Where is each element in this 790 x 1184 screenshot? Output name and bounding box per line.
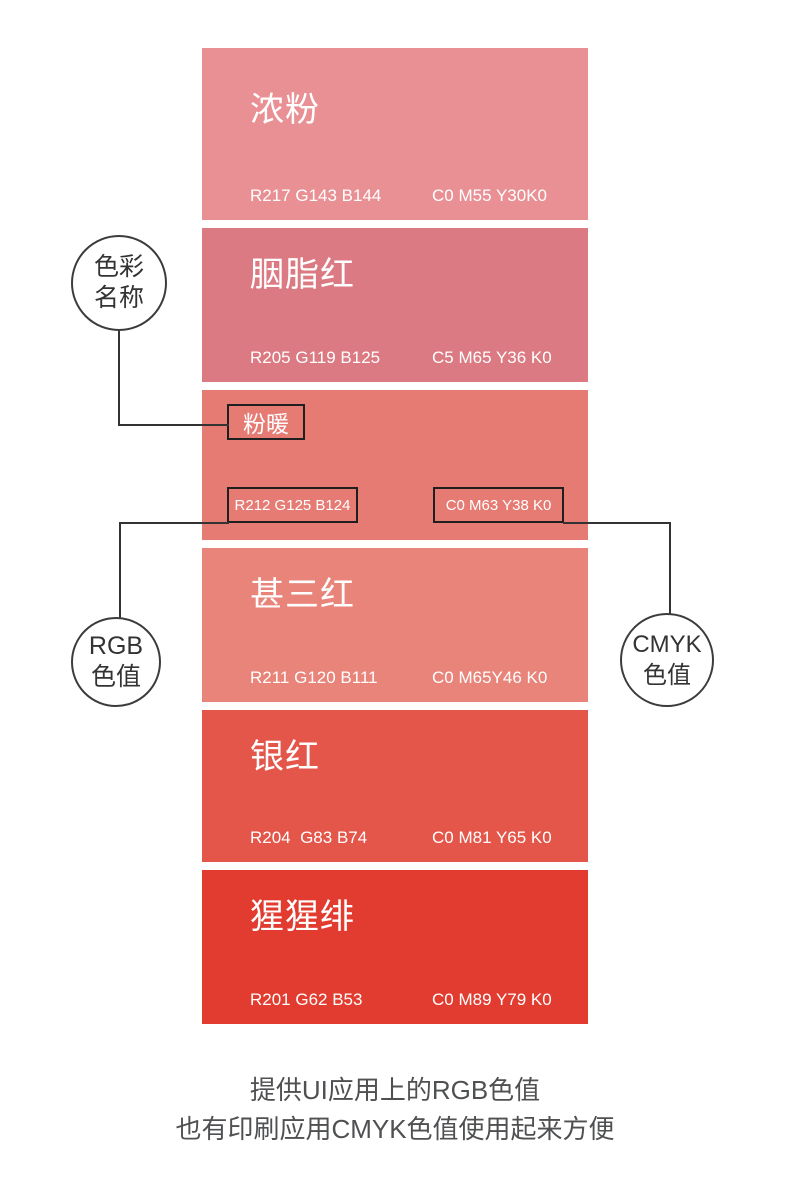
swatch-cmyk-value: C0 M89 Y79 K0 xyxy=(432,990,552,1009)
connector-rgb-line xyxy=(119,522,229,619)
annotation-text: 色值 xyxy=(90,663,141,691)
color-swatch: 猩猩绯 R201 G62 B53 C0 M89 Y79 K0 xyxy=(202,870,588,1024)
annotation-text: RGB xyxy=(88,632,144,660)
swatch-rgb-value: R211 G120 B111 xyxy=(250,668,378,687)
color-swatch: 胭脂红 R205 G119 B125 C5 M65 Y36 K0 xyxy=(202,228,588,382)
swatch-name: 甚三红 xyxy=(250,577,355,614)
swatch-cmyk-value: C0 M65Y46 K0 xyxy=(432,668,548,687)
swatch-cmyk-value: C0 M81 Y65 K0 xyxy=(432,828,552,847)
swatch-cmyk-value-box: C0 M63 Y38 K0 xyxy=(433,487,564,523)
swatch-rgb-value: R204 G83 B74 xyxy=(250,828,368,847)
swatch-cmyk-value: C0 M55 Y30K0 xyxy=(432,186,547,205)
cmyk-annotation-circle: CMYK 色值 xyxy=(620,613,714,707)
annotation-text: 色彩 xyxy=(93,253,144,281)
color-swatch: 浓粉 R217 G143 B144 C0 M55 Y30K0 xyxy=(202,48,588,220)
swatch-name: 浓粉 xyxy=(250,92,320,129)
swatch-rgb-value: R205 G119 B125 xyxy=(250,348,381,367)
annotation-text: 色值 xyxy=(643,662,691,689)
swatch-name: 猩猩绯 xyxy=(250,899,355,936)
swatch-name-box: 粉暖 xyxy=(227,404,305,440)
connector-cmyk-line xyxy=(563,522,671,615)
swatch-name: 胭脂红 xyxy=(250,257,355,294)
rgb-annotation-circle: RGB 色值 xyxy=(71,617,161,707)
connector-color-name-line xyxy=(118,331,229,426)
swatch-rgb-value-box: R212 G125 B124 xyxy=(227,487,358,523)
swatch-name: 银红 xyxy=(250,739,320,776)
annotation-text: CMYK xyxy=(632,631,702,658)
annotation-text: 名称 xyxy=(93,284,144,312)
color-swatch-annotated: 粉暖 R212 G125 B124 C0 M63 Y38 K0 xyxy=(202,390,588,540)
swatch-rgb-value: R217 G143 B144 xyxy=(250,186,382,205)
color-name-annotation-circle: 色彩 名称 xyxy=(71,235,167,331)
swatch-cmyk-value: C5 M65 Y36 K0 xyxy=(432,348,552,367)
caption: 提供UI应用上的RGB色值 也有印刷应用CMYK色值使用起来方便 xyxy=(0,1071,790,1149)
color-swatch: 银红 R204 G83 B74 C0 M81 Y65 K0 xyxy=(202,710,588,862)
swatch-rgb-value: R201 G62 B53 xyxy=(250,990,363,1009)
caption-line-1: 提供UI应用上的RGB色值 xyxy=(249,1075,541,1105)
color-swatch: 甚三红 R211 G120 B111 C0 M65Y46 K0 xyxy=(202,548,588,702)
caption-line-2: 也有印刷应用CMYK色值使用起来方便 xyxy=(175,1114,615,1144)
